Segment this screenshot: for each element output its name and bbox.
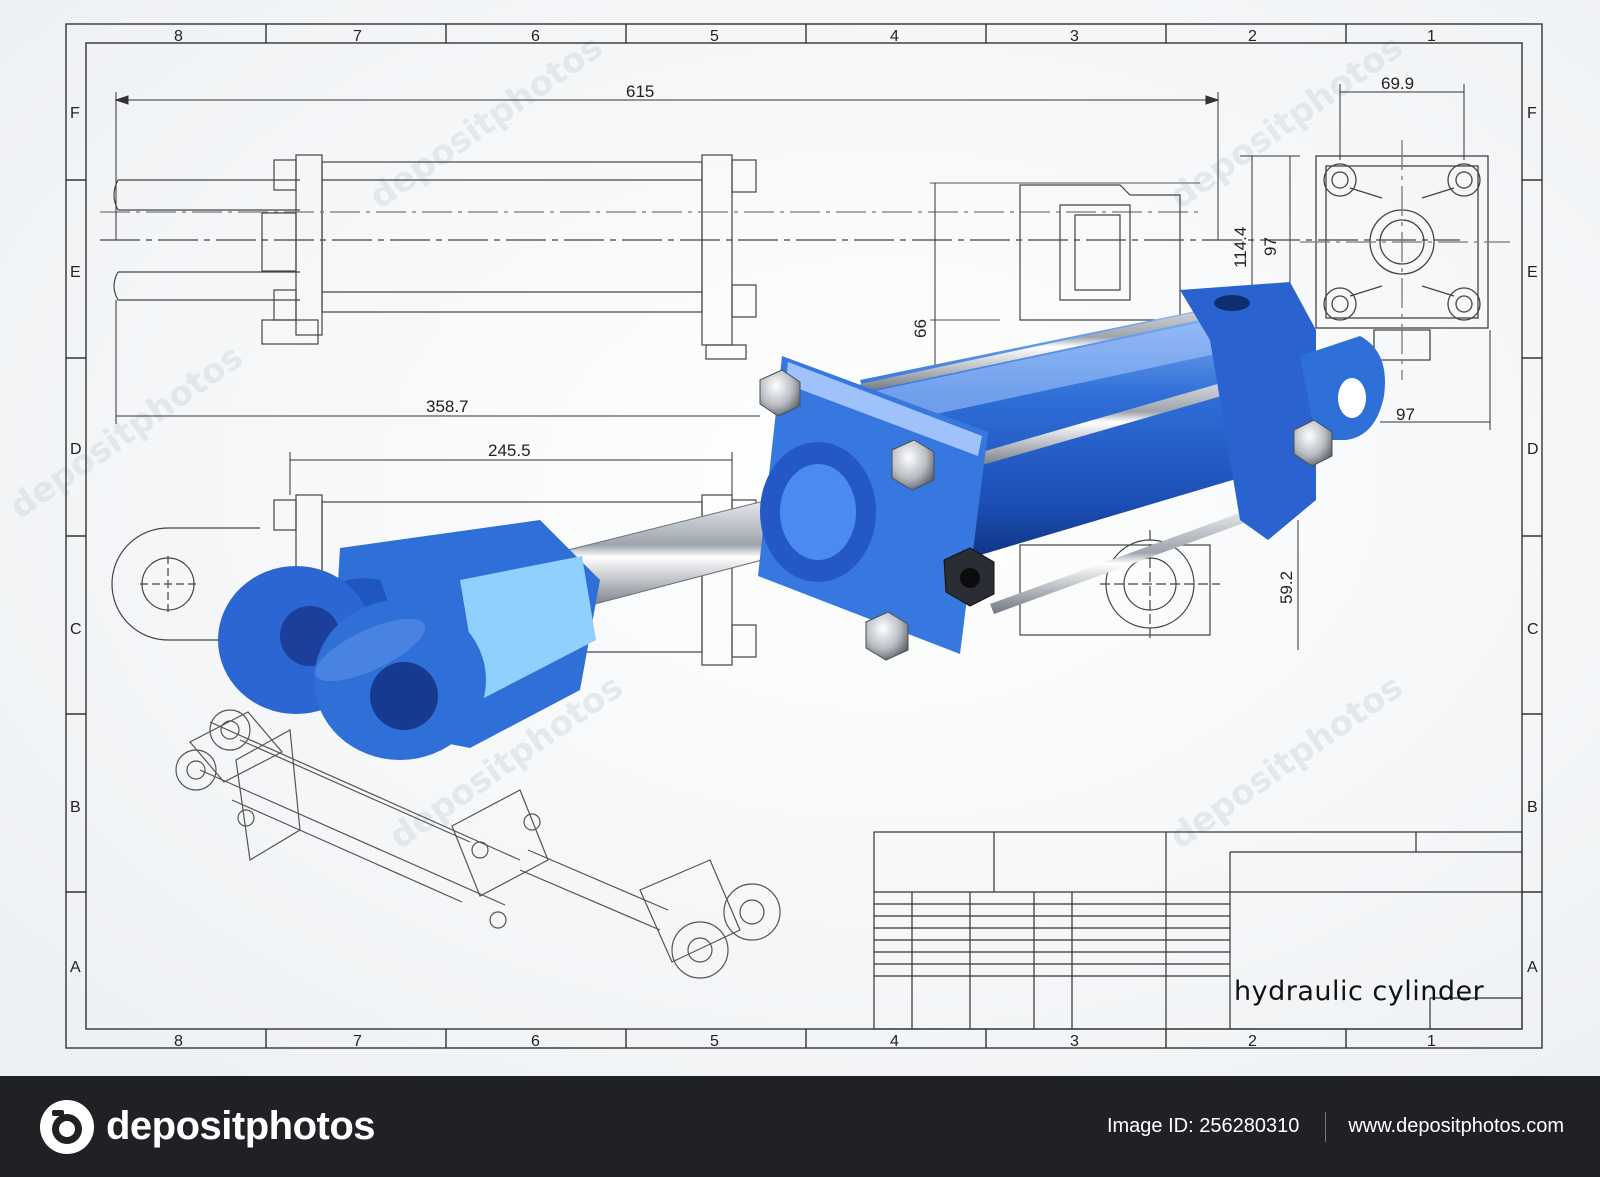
top-view-drawing	[100, 154, 1460, 360]
zone-row-b: B	[70, 799, 81, 816]
dimension-lines	[114, 84, 1491, 650]
dim-358-7: 358.7	[426, 397, 469, 416]
zone-col-3-bottom: 3	[1070, 1033, 1079, 1050]
zone-col-8: 8	[174, 28, 183, 45]
drawing-canvas: depositphotos depositphotos depositphoto…	[0, 0, 1600, 1076]
zone-col-4-bottom: 4	[890, 1033, 899, 1050]
hex-nut	[759, 369, 1333, 661]
zone-col-6: 6	[531, 28, 540, 45]
zone-row-a-right: A	[1527, 959, 1538, 976]
zone-col-5: 5	[710, 28, 719, 45]
hydraulic-cylinder-render	[218, 282, 1385, 760]
dim-97-horizontal: 97	[1396, 405, 1415, 424]
zone-col-2: 2	[1248, 28, 1257, 45]
dim-615: 615	[626, 82, 654, 101]
zone-labels-side: F E D C B A F E D C B A	[70, 105, 1539, 976]
zone-col-1-bottom: 1	[1427, 1033, 1436, 1050]
zone-row-a: A	[70, 959, 81, 976]
zone-labels-bottom: 8 7 6 5 4 3 2 1	[174, 1033, 1436, 1050]
zone-row-d-right: D	[1527, 441, 1539, 458]
drawing-frame	[65, 23, 1543, 1049]
brand[interactable]: depositphotos	[38, 1098, 376, 1156]
brand-name: depositphotos	[106, 1104, 376, 1148]
dim-97-vertical: 97	[1261, 237, 1280, 256]
camera-logo-icon	[40, 1099, 94, 1154]
zone-col-8-bottom: 8	[174, 1033, 183, 1050]
footer-bar: depositphotos Image ID: 256280310 www.de…	[0, 1076, 1600, 1177]
zone-labels-top: 8 7 6 5 4 3 2 1	[174, 28, 1436, 45]
zone-col-2-bottom: 2	[1248, 1033, 1257, 1050]
image-id: Image ID: 256280310	[1106, 1115, 1300, 1137]
zone-row-d: D	[70, 441, 82, 458]
zone-col-6-bottom: 6	[531, 1033, 540, 1050]
zone-row-f-right: F	[1527, 105, 1537, 122]
site-url[interactable]: www.depositphotos.com	[1348, 1115, 1564, 1137]
zone-col-3: 3	[1070, 28, 1079, 45]
dim-69-9: 69.9	[1381, 74, 1414, 93]
zone-row-e-right: E	[1527, 264, 1538, 281]
zone-row-c: C	[70, 621, 82, 638]
dim-245-5: 245.5	[488, 441, 531, 460]
isometric-wireframe	[175, 709, 781, 979]
zone-col-4: 4	[890, 28, 899, 45]
zone-row-e: E	[70, 264, 81, 281]
dim-114-4: 114.4	[1231, 227, 1250, 268]
footer-info: Image ID: 256280310 www.depositphotos.co…	[1106, 1111, 1564, 1142]
footer-divider	[1325, 1111, 1327, 1142]
zone-row-f: F	[70, 105, 80, 122]
zone-row-b-right: B	[1527, 799, 1538, 816]
zone-col-5-bottom: 5	[710, 1033, 719, 1050]
zone-col-7: 7	[353, 28, 362, 45]
dimension-labels: 615 69.9 114.4 97 66 358.7 97 245.5 59.2	[426, 74, 1415, 604]
title-block	[873, 831, 1523, 1030]
dim-59-2: 59.2	[1277, 571, 1296, 604]
zone-col-7-bottom: 7	[353, 1033, 362, 1050]
dim-66: 66	[911, 319, 930, 338]
engineering-drawing: depositphotos depositphotos depositphoto…	[0, 0, 1600, 1076]
drawing-title: hydraulic cylinder	[1234, 976, 1485, 1007]
zone-col-1: 1	[1427, 28, 1436, 45]
zone-row-c-right: C	[1527, 621, 1539, 638]
